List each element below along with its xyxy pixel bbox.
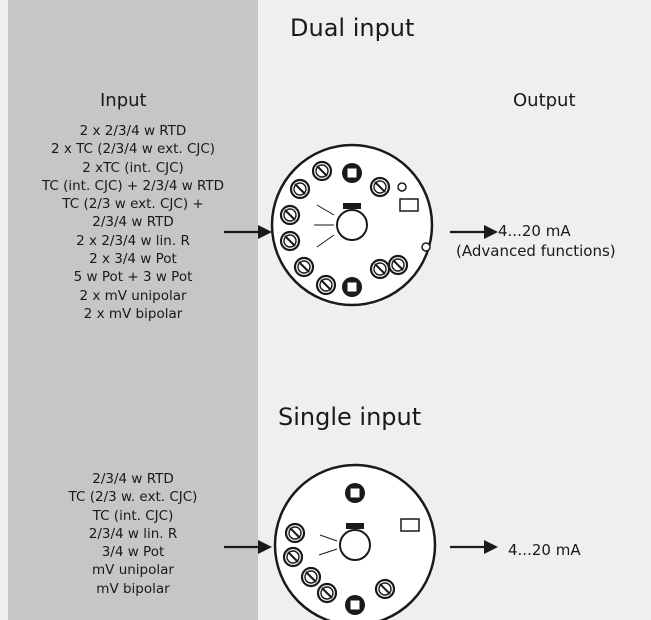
dual-output-note: (Advanced functions) [456, 242, 616, 260]
dual-input-item: TC (int. CJC) + 2/3/4 w RTD [41, 177, 225, 194]
dual-input-item: 2 x 3/4 w Pot [89, 251, 177, 268]
dual-input-title: Dual input [290, 14, 415, 42]
single-input-item: mV unipolar [92, 562, 174, 579]
dual-input-item: TC (2/3 w ext. CJC) + [62, 196, 204, 213]
dual-input-item: 2 x 2/3/4 w lin. R [76, 232, 190, 249]
single-input-item: 2/3/4 w lin. R [88, 525, 178, 542]
dual-input-item: 2 x 2/3/4 w RTD [79, 123, 187, 139]
single-input-item: TC (2/3 w. ext. CJC) [68, 489, 198, 506]
dual-input-item: 2/3/4 w RTD [92, 214, 174, 231]
single-input-item: mV bipolar [96, 580, 170, 597]
dual-input-item: 2 x TC (2/3/4 w ext. CJC) [50, 141, 216, 158]
dual-input-item: 2 xTC (int. CJC) [82, 159, 184, 176]
dual-input-heading: Input [100, 90, 147, 111]
single-input-item: TC (int. CJC) [92, 507, 174, 524]
single-transmitter-diagram [273, 463, 437, 620]
dual-input-item: 2 x mV bipolar [83, 305, 183, 322]
single-input-item: 3/4 w Pot [101, 544, 165, 561]
dual-input-arrow [224, 225, 272, 239]
single-input-item: 2/3/4 w RTD [92, 471, 174, 487]
single-input-title: Single input [278, 403, 422, 431]
single-input-list: 2/3/4 w RTD TC (2/3 w. ext. CJC) TC (int… [8, 470, 258, 598]
single-output-arrow [450, 540, 498, 554]
input-column-band [8, 0, 258, 620]
dual-input-item: 2 x mV unipolar [79, 287, 187, 304]
dual-output-value: 4...20 mA [498, 222, 571, 240]
single-input-arrow [224, 540, 272, 554]
dual-output-heading: Output [513, 90, 576, 111]
dual-input-item: 5 w Pot + 3 w Pot [73, 269, 193, 286]
single-output-value: 4...20 mA [508, 541, 581, 559]
dual-input-list: 2 x 2/3/4 w RTD 2 x TC (2/3/4 w ext. CJC… [8, 122, 258, 323]
dual-transmitter-diagram [270, 143, 434, 307]
dual-output-arrow [450, 225, 498, 239]
